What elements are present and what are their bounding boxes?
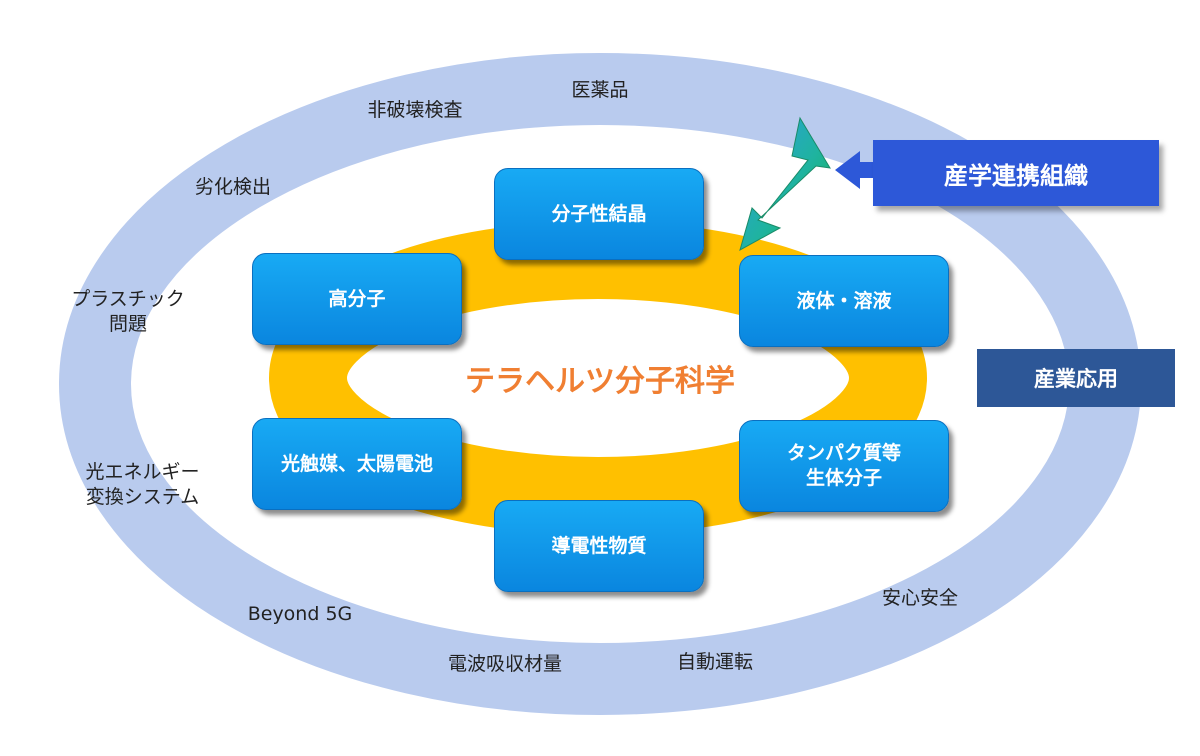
application-pharma: 医薬品: [571, 79, 629, 101]
box-liquid-solution: 液体・溶液: [739, 255, 949, 347]
box-conductive-material: 導電性物質: [494, 500, 704, 592]
application-autonomous: 自動運転: [676, 651, 753, 673]
industry-academia-org-box: 産学連携組織: [873, 140, 1159, 206]
application-beyond5g: Beyond 5G: [247, 603, 353, 625]
box-molecular-crystal: 分子性結晶: [494, 168, 704, 260]
box-label: 液体・溶液: [796, 289, 892, 312]
box-photocatalyst-solar-cell: 光触媒、太陽電池: [252, 418, 462, 510]
core-title: テラヘルツ分子科学: [465, 364, 735, 399]
application-ndt: 非破壊検査: [367, 99, 463, 121]
application-plastic: プラスチック 問題: [71, 288, 185, 335]
double-headed-arrow-icon: [739, 116, 831, 252]
industrial-application-box: 産業応用: [977, 349, 1175, 407]
box-label: タンパク質等 生体分子: [786, 442, 901, 489]
application-absorber: 電波吸収材量: [447, 653, 562, 675]
left-arrow-icon: [835, 151, 878, 189]
box-label: 分子性結晶: [551, 202, 647, 225]
box-label: 高分子: [328, 287, 386, 310]
application-safety: 安心安全: [881, 587, 958, 609]
box-protein-biomolecule: タンパク質等 生体分子: [739, 420, 949, 512]
inner-ring: [269, 221, 927, 535]
box-label: 導電性物質: [551, 534, 647, 557]
application-energy: 光エネルギー 変換システム: [85, 461, 200, 508]
box-label: 光触媒、太陽電池: [280, 452, 433, 475]
box-polymer: 高分子: [252, 253, 462, 345]
application-degradation: 劣化検出: [194, 176, 271, 198]
